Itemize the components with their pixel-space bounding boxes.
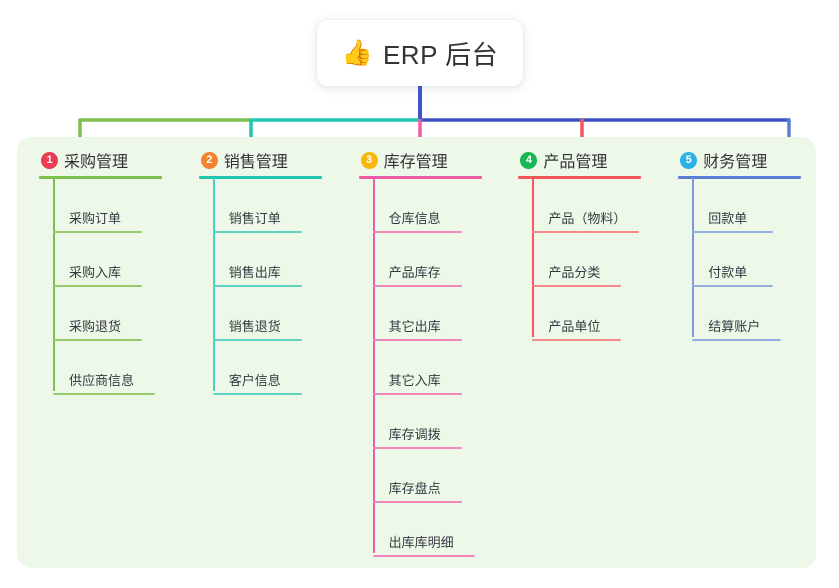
branch-title-2: 销售管理 bbox=[223, 154, 288, 171]
branch-badge-5: 5 bbox=[680, 151, 698, 169]
leaf-underline bbox=[372, 501, 462, 503]
leaf-label: 其它入库 bbox=[388, 373, 441, 388]
leaf-node-3-5[interactable]: 库存调拨 bbox=[372, 395, 462, 449]
leaf-node-1-1[interactable]: 采购订单 bbox=[53, 179, 142, 233]
leaf-label: 结算账户 bbox=[708, 319, 761, 334]
branch-underline-2 bbox=[198, 176, 322, 179]
leaf-node-2-4[interactable]: 客户信息 bbox=[212, 341, 302, 395]
branch-title-1: 采购管理 bbox=[64, 154, 129, 171]
leaf-node-5-1[interactable]: 回款单 bbox=[692, 179, 774, 233]
leaf-node-5-3[interactable]: 结算账户 bbox=[692, 287, 782, 341]
leaf-underline bbox=[372, 285, 462, 287]
leaf-node-5-2[interactable]: 付款单 bbox=[692, 233, 774, 287]
branch-underline-4 bbox=[518, 176, 642, 179]
leaf-underline bbox=[53, 393, 155, 395]
leaf-label: 产品分类 bbox=[548, 265, 601, 280]
root-node-title: ERP 后台 bbox=[382, 39, 499, 70]
branch-header-1[interactable]: 1 采购管理 bbox=[41, 148, 128, 172]
leaf-node-3-2[interactable]: 产品库存 bbox=[372, 233, 462, 287]
leaf-label: 采购订单 bbox=[69, 211, 122, 226]
branch-spine-2 bbox=[212, 178, 215, 391]
leaf-node-2-3[interactable]: 销售退货 bbox=[212, 287, 302, 341]
branch-header-4[interactable]: 4 产品管理 bbox=[520, 148, 607, 172]
leaf-underline bbox=[532, 285, 622, 287]
leaf-underline bbox=[53, 285, 142, 287]
leaf-underline bbox=[212, 393, 302, 395]
leaf-underline bbox=[212, 285, 302, 287]
branch-header-5[interactable]: 5 财务管理 bbox=[680, 148, 767, 172]
leaf-node-1-4[interactable]: 供应商信息 bbox=[53, 341, 155, 395]
branch-underline-5 bbox=[678, 176, 802, 179]
leaf-label: 出库库明细 bbox=[388, 535, 454, 550]
branch-underline-1 bbox=[39, 176, 162, 179]
branch-title-4: 产品管理 bbox=[543, 154, 608, 171]
branch-column-2: 2 销售管理 销售订单 销售出库 销售退货 客户信息 bbox=[177, 137, 337, 568]
thumbs-up-icon: 👍 bbox=[341, 38, 373, 67]
leaf-underline bbox=[692, 231, 774, 233]
leaf-label: 回款单 bbox=[708, 211, 748, 226]
branch-title-5: 财务管理 bbox=[703, 154, 768, 171]
leaf-label: 产品库存 bbox=[388, 265, 441, 280]
leaf-node-3-4[interactable]: 其它入库 bbox=[372, 341, 462, 395]
branch-title-3: 库存管理 bbox=[383, 154, 448, 171]
branch-spine-1 bbox=[53, 178, 55, 391]
leaf-label: 销售退货 bbox=[228, 319, 281, 334]
leaf-node-1-3[interactable]: 采购退货 bbox=[53, 287, 142, 341]
leaf-label: 销售订单 bbox=[228, 211, 281, 226]
leaf-label: 库存调拨 bbox=[388, 427, 441, 442]
leaf-underline bbox=[372, 447, 462, 449]
leaf-underline bbox=[372, 393, 462, 395]
leaf-node-4-2[interactable]: 产品分类 bbox=[532, 233, 622, 287]
branch-column-3: 3 库存管理 仓库信息 产品库存 其它出库 其它入库 库存调拨 bbox=[337, 137, 497, 568]
leaf-label: 供应商信息 bbox=[69, 373, 135, 388]
leaf-label: 其它出库 bbox=[388, 319, 441, 334]
leaf-underline bbox=[692, 285, 774, 287]
branch-columns: 1 采购管理 采购订单 采购入库 采购退货 供应商信息 bbox=[17, 137, 816, 568]
branch-spine-5 bbox=[692, 178, 695, 337]
branches-panel bbox=[17, 137, 816, 568]
branch-header-3[interactable]: 3 库存管理 bbox=[360, 148, 448, 172]
leaf-underline bbox=[532, 339, 622, 341]
leaf-underline bbox=[212, 339, 302, 341]
leaf-underline bbox=[212, 231, 302, 233]
branch-spine-4 bbox=[532, 178, 535, 337]
leaf-underline bbox=[532, 231, 640, 233]
leaf-node-2-2[interactable]: 销售出库 bbox=[212, 233, 302, 287]
leaf-node-2-1[interactable]: 销售订单 bbox=[212, 179, 302, 233]
leaf-label: 库存盘点 bbox=[388, 481, 441, 496]
branch-badge-3: 3 bbox=[360, 151, 378, 169]
leaf-label: 产品单位 bbox=[548, 319, 601, 334]
leaf-node-3-7[interactable]: 出库库明细 bbox=[372, 503, 475, 557]
branch-badge-2: 2 bbox=[200, 151, 218, 169]
leaf-label: 销售出库 bbox=[228, 265, 281, 280]
leaf-underline bbox=[53, 339, 142, 341]
leaf-label: 采购入库 bbox=[69, 265, 122, 280]
branch-column-5: 5 财务管理 回款单 付款单 结算账户 bbox=[656, 137, 816, 568]
branch-underline-3 bbox=[358, 176, 482, 179]
root-node-card[interactable]: 👍 ERP 后台 bbox=[317, 20, 523, 86]
branch-badge-4: 4 bbox=[520, 151, 538, 169]
leaf-label: 仓库信息 bbox=[388, 211, 441, 226]
leaf-label: 产品（物料） bbox=[548, 211, 627, 226]
leaf-node-4-1[interactable]: 产品（物料） bbox=[532, 179, 640, 233]
leaf-underline bbox=[372, 555, 475, 557]
leaf-label: 付款单 bbox=[708, 265, 748, 280]
branch-column-4: 4 产品管理 产品（物料） 产品分类 产品单位 bbox=[496, 137, 656, 568]
leaf-node-3-6[interactable]: 库存盘点 bbox=[372, 449, 462, 503]
leaf-label: 采购退货 bbox=[69, 319, 122, 334]
leaf-underline bbox=[372, 339, 462, 341]
leaf-underline bbox=[372, 231, 462, 233]
leaf-node-1-2[interactable]: 采购入库 bbox=[53, 233, 142, 287]
leaf-underline bbox=[692, 339, 782, 341]
branch-column-1: 1 采购管理 采购订单 采购入库 采购退货 供应商信息 bbox=[17, 137, 177, 568]
leaf-node-3-3[interactable]: 其它出库 bbox=[372, 287, 462, 341]
leaf-label: 客户信息 bbox=[228, 373, 281, 388]
branch-badge-1: 1 bbox=[41, 151, 58, 169]
leaf-node-3-1[interactable]: 仓库信息 bbox=[372, 179, 462, 233]
branch-header-2[interactable]: 2 销售管理 bbox=[200, 148, 288, 172]
leaf-underline bbox=[53, 231, 142, 233]
leaf-node-4-3[interactable]: 产品单位 bbox=[532, 287, 622, 341]
branch-spine-3 bbox=[372, 178, 375, 553]
